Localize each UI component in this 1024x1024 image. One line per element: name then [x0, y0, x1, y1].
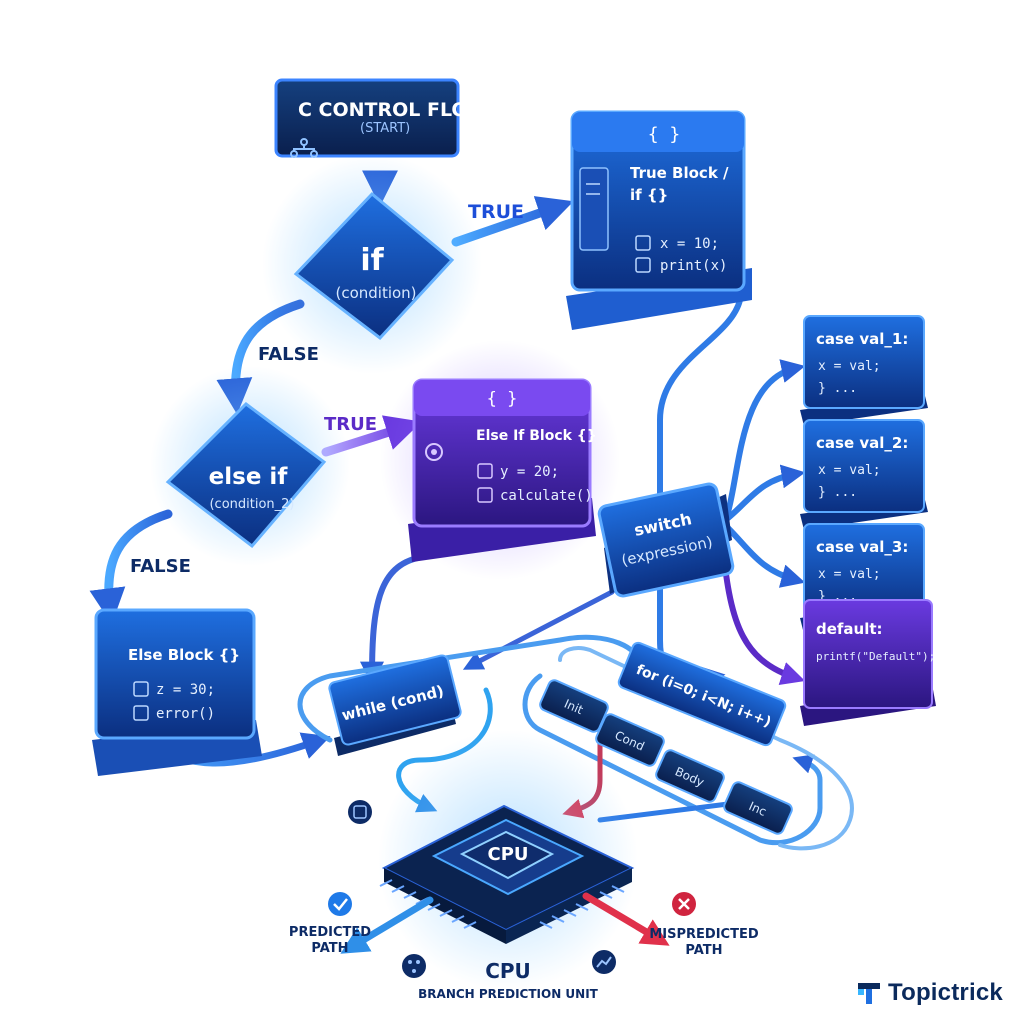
arrow-switch-case3 [725, 525, 806, 588]
case-code-line1: x = val; [818, 567, 881, 582]
document-icon [579, 167, 609, 251]
case-code-line1: x = val; [818, 463, 881, 478]
for-step: Cond [595, 713, 665, 767]
brand-logo: Topictrick [856, 976, 1016, 1010]
true-code-line1: x = 10; [660, 236, 719, 252]
default-code: printf("Default"); [816, 650, 935, 663]
cpu-chip: CPU [378, 730, 638, 990]
for-loop-path [522, 673, 823, 846]
memory-icon [348, 800, 372, 824]
cpu-chip-label: CPU [487, 844, 528, 865]
if-diamond: if (condition) [262, 154, 482, 374]
for-step: Init [539, 679, 609, 733]
mispredicted-line1: MISPREDICTED [649, 927, 758, 942]
flowchart-icon [290, 138, 318, 158]
mispredicted-line2: PATH [685, 943, 722, 958]
case-code-line2: } ... [818, 485, 857, 500]
brand-name: Topictrick [888, 979, 1003, 1006]
start-node: C CONTROL FLOW (START) [274, 78, 489, 158]
check-icon [328, 892, 352, 916]
switch-case: case val_2:x = val; } ... [800, 419, 928, 530]
code-icon [635, 235, 651, 273]
for-loop-outer [558, 646, 854, 851]
label-true-1: TRUE [468, 201, 524, 223]
predicted-line2: PATH [311, 941, 348, 956]
default-label: default: [816, 620, 883, 638]
case-list: case val_1:x = val;} ...case val_2:x = v… [800, 315, 928, 634]
case-code-line1: x = val; [818, 359, 881, 374]
while-node: while (cond) [328, 654, 462, 756]
label-false-1: FALSE [258, 344, 319, 365]
start-title: C CONTROL FLOW [298, 99, 489, 121]
true-block: { } True Block / if {} x = 10; print(x) [566, 110, 752, 330]
else-block-title: Else Block {} [128, 646, 240, 664]
case-code-line2: } ... [818, 381, 857, 396]
switch-node: switch (expression) [597, 482, 735, 598]
true-title-line2: if {} [630, 186, 668, 204]
else-block: Else Block {} z = 30; error() [92, 608, 262, 776]
else-code-line1: z = 30; [156, 682, 215, 698]
arrow-elseif-false [89, 509, 173, 625]
gear-icon [425, 443, 443, 461]
predicted-line1: PREDICTED [289, 925, 371, 940]
code-icon [133, 681, 149, 721]
predicted-arrow [340, 896, 434, 954]
true-code-line2: print(x) [660, 258, 727, 274]
else-code-line2: error() [156, 706, 215, 722]
if-condition: (condition) [335, 284, 416, 302]
cpu-side-icons [328, 800, 696, 978]
prediction-arrows [340, 892, 670, 954]
arrow-switch-to-while [462, 589, 615, 670]
if-title: if [360, 243, 384, 278]
arrow-switch-case1 [725, 359, 806, 515]
arrow-elseif-to-while [360, 553, 433, 686]
cpu-pins [379, 879, 625, 929]
terminal-icon [477, 463, 493, 503]
default-case: default: printf("Default"); [800, 599, 936, 726]
else-if-code-line2: calculate() [500, 488, 593, 504]
branch-icon [402, 954, 426, 978]
else-if-code-line1: y = 20; [500, 464, 559, 480]
else-if-braces: { } [487, 389, 518, 409]
close-icon [672, 892, 696, 916]
label-false-2: FALSE [130, 556, 191, 577]
topictrick-logo-icon [858, 983, 880, 1004]
true-title-line1: True Block / [630, 164, 729, 182]
cpu-caption-subtitle: BRANCH PREDICTION UNIT [418, 987, 599, 1001]
switch-case: case val_1:x = val; } ... [800, 315, 928, 426]
chart-icon [592, 950, 616, 974]
label-true-2: TRUE [324, 414, 377, 435]
else-if-block-title: Else If Block {} [476, 428, 597, 444]
else-if-title: else if [209, 464, 289, 490]
case-label: case val_2: [816, 434, 908, 452]
case-label: case val_3: [816, 538, 908, 556]
mispredicted-arrow [582, 892, 670, 946]
else-if-diamond: else if (condition_2) [150, 366, 350, 566]
true-braces: { } [648, 124, 681, 145]
for-step: Body [655, 749, 725, 803]
case-label: case val_1: [816, 330, 908, 348]
cpu-caption-title: CPU [485, 959, 531, 983]
else-if-condition: (condition_2) [209, 497, 294, 512]
for-step-label: Inc [747, 799, 769, 819]
arrow-switch-case2 [725, 464, 806, 521]
flow-labels: TRUE FALSE TRUE FALSE [130, 201, 524, 577]
prediction-captions: PREDICTED PATH MISPREDICTED PATH [289, 925, 759, 958]
else-if-block: { } Else If Block {} y = 20; calculate() [380, 340, 620, 580]
for-step: Inc [723, 781, 793, 835]
start-subtitle: (START) [360, 121, 410, 136]
